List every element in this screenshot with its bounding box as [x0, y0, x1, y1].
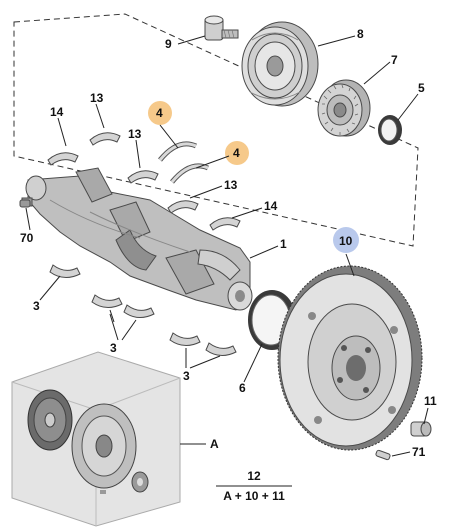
flywheel-icon: [277, 265, 423, 451]
clutch-kit-box: [11, 351, 181, 527]
bearing-shells-icon: [47, 132, 241, 356]
callout-11: 11: [424, 394, 437, 408]
callout-7: 7: [391, 53, 398, 67]
formula-top: 12: [247, 469, 261, 483]
callout-10: 10: [339, 234, 353, 248]
callout-5: 5: [418, 81, 425, 95]
timing-sprocket-icon: [317, 79, 371, 137]
release-bearing-icon: [131, 471, 149, 493]
leader-lines: [25, 35, 429, 457]
thrust-washers-icon: [158, 141, 210, 184]
callout-71: 71: [412, 445, 426, 459]
front-oil-seal-icon: [378, 115, 402, 145]
clutch-disc-icon: [27, 389, 73, 451]
crank-pin-icon: [19, 199, 31, 208]
callout-3-left: 3: [33, 299, 40, 313]
highlight-circle-4b: [225, 141, 249, 165]
callout-70: 70: [20, 231, 34, 245]
callout-3-right: 3: [183, 369, 190, 383]
callout-13-upper: 13: [90, 91, 104, 105]
crankshaft-icon: [21, 167, 253, 311]
dowel-pin-icon: [375, 449, 391, 461]
flywheel-bolt-icon: [410, 421, 432, 437]
callout-1: 1: [280, 237, 287, 251]
callout-3-middle: 3: [110, 341, 117, 355]
callout-A: A: [210, 437, 219, 451]
callout-6: 6: [239, 381, 246, 395]
highlight-circle-10: [333, 227, 359, 253]
crankshaft-pulley-icon: [241, 21, 319, 107]
highlight-circle-4a: [148, 101, 172, 125]
callout-13-middle: 13: [128, 127, 142, 141]
dashed-group-outline: [13, 13, 419, 247]
pulley-bolt-icon: [204, 15, 239, 41]
formula-bottom: A + 10 + 11: [223, 489, 285, 503]
callout-13-lower: 13: [224, 178, 238, 192]
callout-4-a: 4: [156, 106, 163, 120]
pressure-plate-icon: [71, 403, 137, 489]
callout-14-upper: 14: [50, 105, 64, 119]
callout-8: 8: [357, 27, 364, 41]
callout-14-lower: 14: [264, 199, 278, 213]
callout-4-b: 4: [233, 146, 240, 160]
callout-9: 9: [165, 37, 172, 51]
